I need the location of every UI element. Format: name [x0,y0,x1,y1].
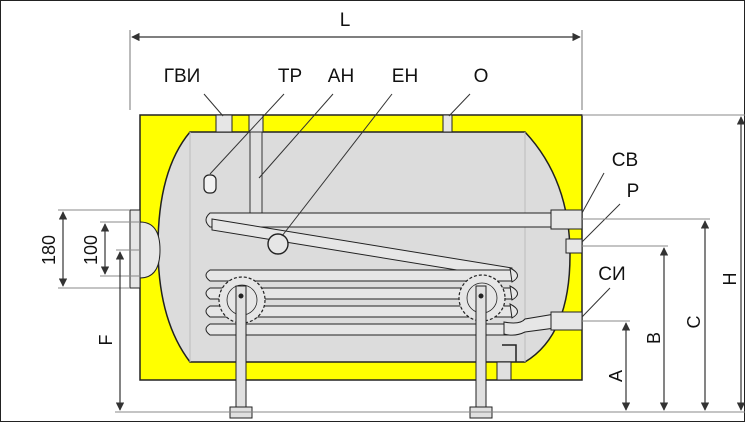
nozzle-hot-water [215,114,233,133]
label-cold-water: СВ [612,150,638,171]
label-coil-inlet: СИ [598,264,625,285]
connection-coil-inlet [550,311,583,331]
label-l: L [340,10,351,31]
label-recirculation: Р [627,181,640,202]
label-dim-a: A [606,370,626,382]
extension-lines-right [115,114,745,413]
nozzle-opening [442,114,453,133]
label-electric-heater: ЕН [392,66,418,87]
flange-cover [139,221,161,279]
label-dim-c: C [684,316,704,329]
drain-pipe [502,344,517,362]
vertical-dimensions [621,116,745,411]
label-thermometer: ТР [278,66,302,87]
label-dim-180: 180 [39,235,59,265]
drain-outlet [496,361,512,381]
label-hot-water-outlet: ГВИ [164,66,201,87]
connection-recirculation [565,238,583,254]
label-dim-100: 100 [81,235,101,265]
label-dim-f: F [96,335,116,346]
thermometer-sensor [203,174,217,194]
electric-heater [267,233,289,255]
label-dim-b: B [644,332,664,344]
label-anode: АН [328,66,354,87]
label-opening: О [474,66,489,87]
left-dimensions [58,211,125,411]
label-dim-height: Н [720,273,740,286]
heat-exchanger-coil [205,267,556,336]
cold-water-pipe [205,212,556,228]
connection-cold-water [550,209,583,230]
leader-lines [203,93,621,318]
